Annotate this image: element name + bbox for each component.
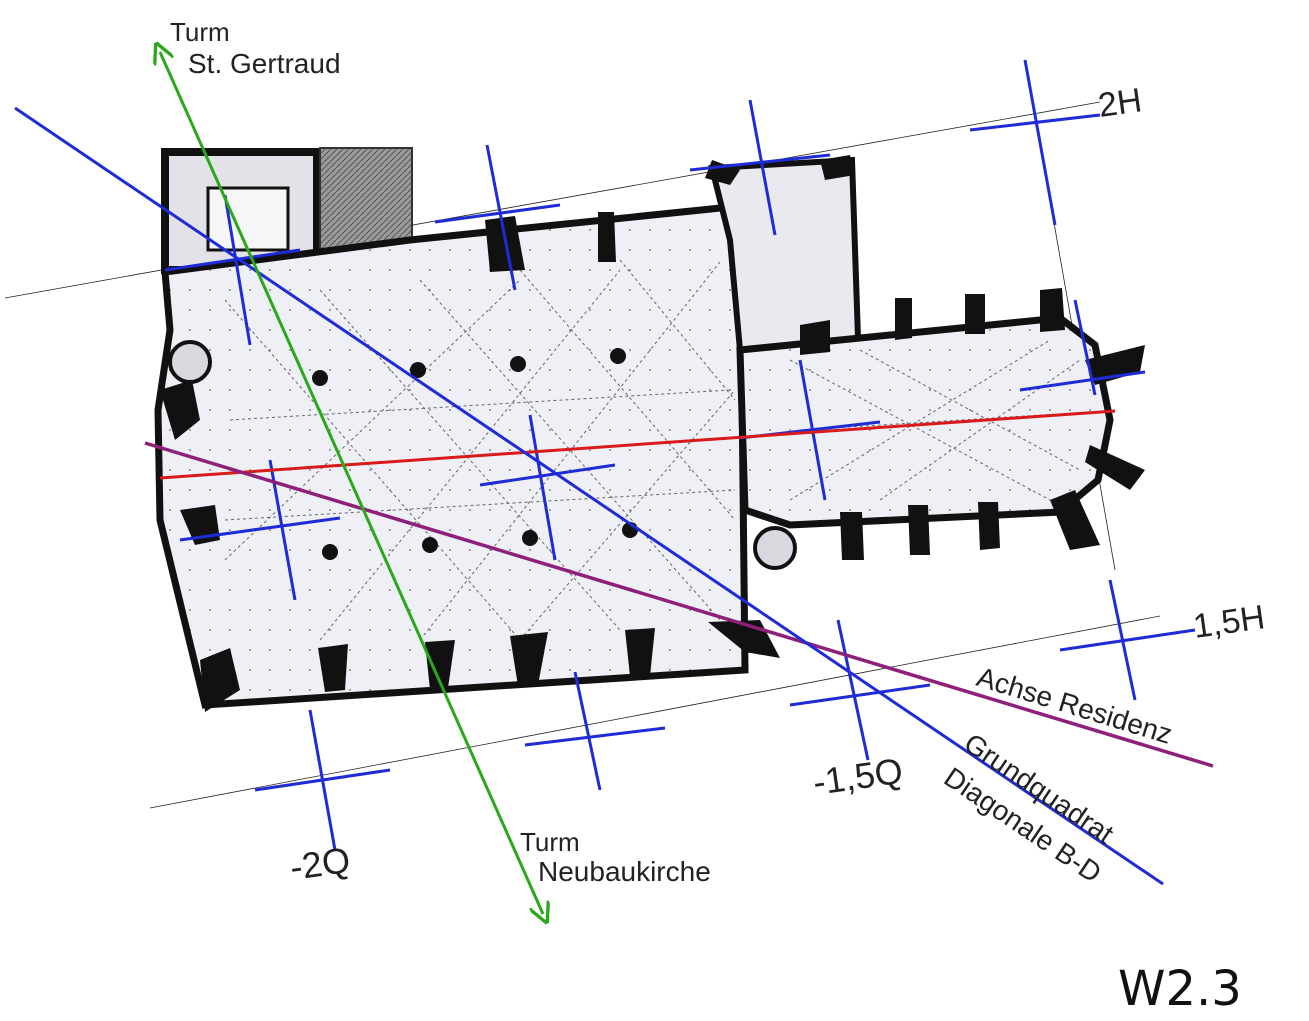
figure-id: W2.3 — [1118, 961, 1242, 1017]
label-minus-1-5q: -1,5Q — [810, 750, 905, 803]
stair-turret-east — [753, 526, 797, 570]
nave-wall — [154, 202, 749, 709]
label-achse-residenz: Achse Residenz — [973, 661, 1176, 750]
tower-axis-arrow — [160, 52, 543, 914]
label-tower-neubaukirche-line1: Turm — [520, 827, 580, 857]
choir-wall — [736, 314, 1114, 529]
stair-turret-west — [168, 340, 212, 384]
label-minus-2q: -2Q — [287, 839, 352, 888]
label-tower-st-gertraud-line1: Turm — [170, 17, 230, 47]
label-tower-neubaukirche-line2: Neubaukirche — [538, 856, 711, 887]
label-1-5h: 1,5H — [1191, 598, 1267, 646]
church-floorplan — [154, 147, 1145, 712]
label-2h: 2H — [1096, 81, 1144, 125]
label-tower-st-gertraud-line2: St. Gertraud — [188, 48, 341, 79]
